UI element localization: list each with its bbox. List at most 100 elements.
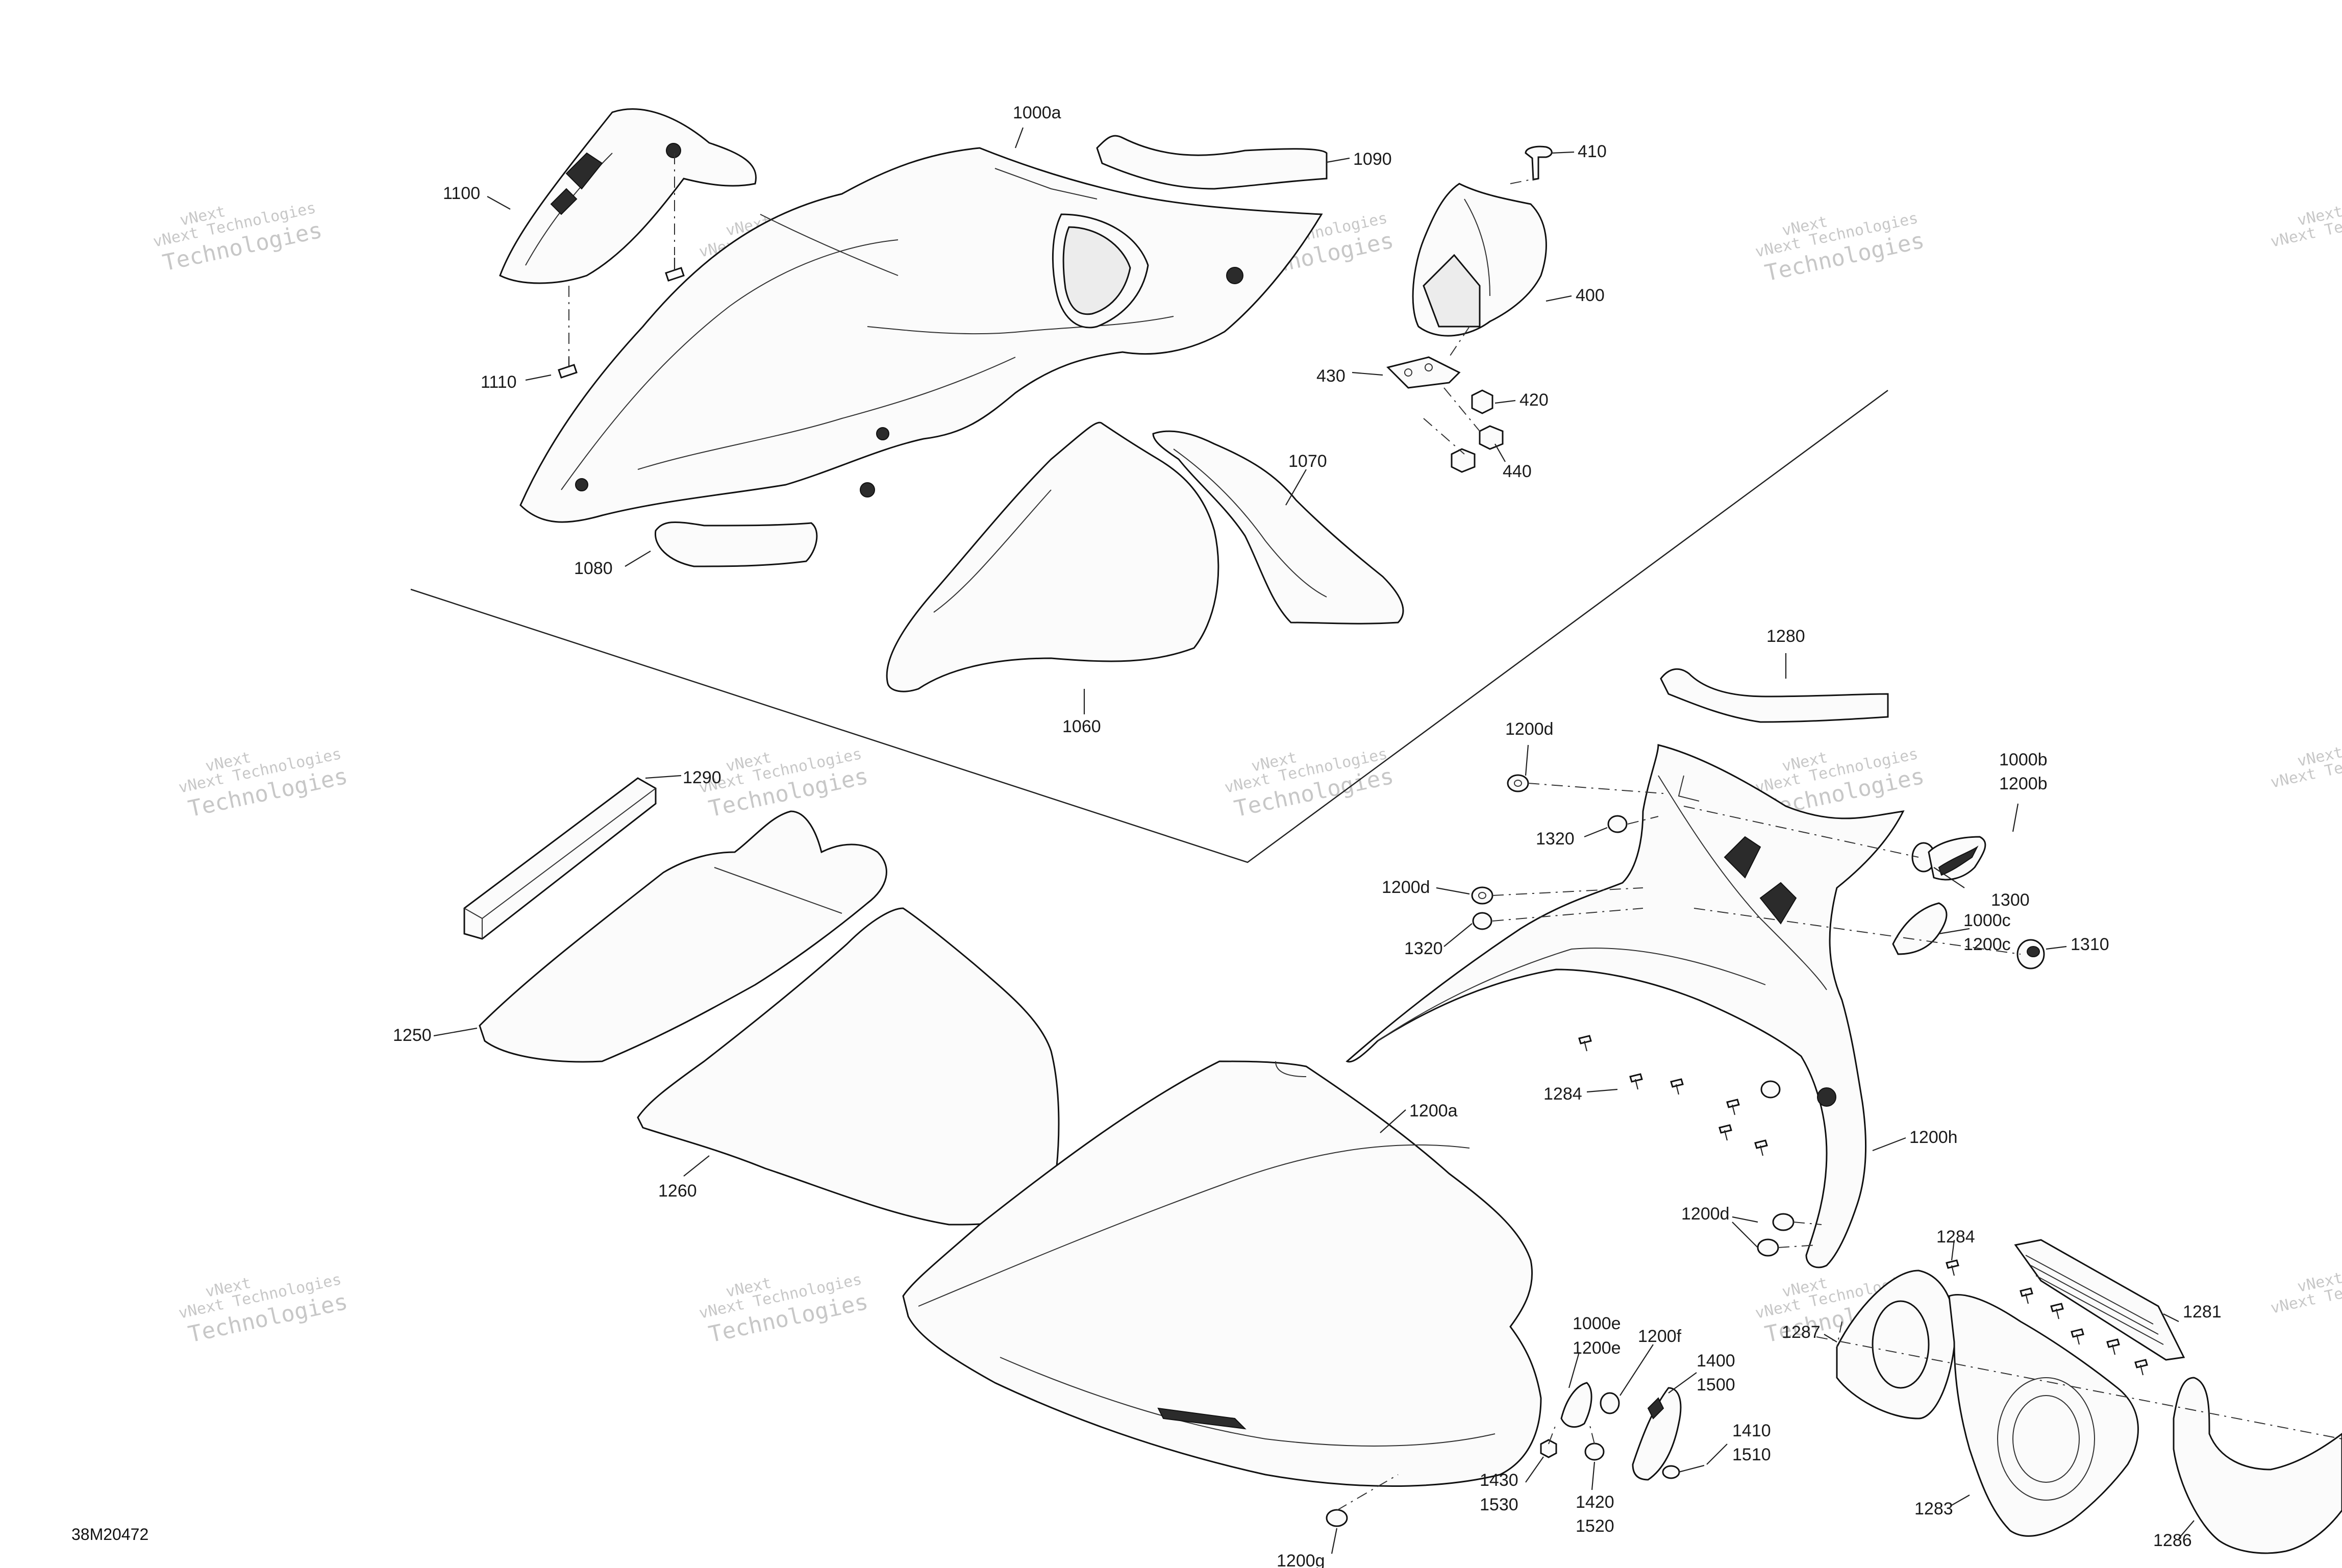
callout-1260: 1260 xyxy=(658,1181,697,1201)
part-1430-nut xyxy=(1540,1439,1557,1458)
callout-1286: 1286 xyxy=(2153,1531,2192,1550)
callout-1287: 1287 xyxy=(1782,1323,1821,1342)
callout-1000a: 1000a xyxy=(1013,103,1061,122)
callout-1420: 1420 xyxy=(1576,1492,1614,1512)
watermark: vNext vNext Technologies Technologies xyxy=(177,745,350,823)
callout-1283: 1283 xyxy=(1914,1499,1953,1519)
washer-1200d-d xyxy=(1757,1238,1779,1257)
watermark: vNext vNext Technologies Technologies xyxy=(1223,745,1396,823)
watermark: vNext vNext Technologies Technologies xyxy=(697,1271,870,1348)
part-1090-trim xyxy=(1096,135,1328,190)
callout-440: 440 xyxy=(1503,462,1532,481)
callout-1200f: 1200f xyxy=(1638,1327,1682,1346)
assembly-lines xyxy=(568,153,2342,1511)
part-1080-trim xyxy=(654,521,818,567)
callout-1250: 1250 xyxy=(393,1026,432,1045)
callout-1200g: 1200g xyxy=(1277,1551,1325,1568)
part-1060-panel xyxy=(886,421,1219,692)
callout-1290: 1290 xyxy=(683,768,721,787)
callout-1320-a: 1320 xyxy=(1536,829,1575,849)
screw-1110 xyxy=(558,357,578,379)
part-1280-trim xyxy=(1660,668,1889,723)
callout-1200d-c: 1200d xyxy=(1681,1204,1730,1224)
part-400-headlight-housing xyxy=(1412,183,1547,337)
screw-1284 xyxy=(2020,1287,2033,1304)
callout-410: 410 xyxy=(1578,142,1607,161)
callout-400: 400 xyxy=(1576,286,1605,305)
drawing-number: 38M20472 xyxy=(71,1525,148,1544)
screw-1284 xyxy=(2134,1359,2148,1376)
leader-lines xyxy=(433,127,2195,1554)
callout-1060: 1060 xyxy=(1062,717,1101,736)
part-1200a-side-panel xyxy=(902,1060,1542,1487)
part-1250-panel xyxy=(479,810,887,1063)
callout-430: 430 xyxy=(1316,366,1346,386)
callout-1090: 1090 xyxy=(1353,150,1392,169)
part-1283-cover xyxy=(1948,1293,2139,1537)
section-separator xyxy=(410,389,1888,863)
part-1000e-clip xyxy=(1560,1382,1620,1428)
part-440-nuts xyxy=(1451,425,1504,473)
part-1286-trim xyxy=(2173,1377,2342,1554)
fasteners xyxy=(558,258,2148,1527)
callout-1310: 1310 xyxy=(2071,935,2109,954)
callout-1510: 1510 xyxy=(1732,1445,1771,1464)
washer-1320a xyxy=(1607,815,1628,833)
part-1310-clip xyxy=(2016,939,2045,969)
screw-1284 xyxy=(1578,1035,1592,1052)
callout-1320-b: 1320 xyxy=(1404,939,1443,958)
callout-1300: 1300 xyxy=(1991,890,2030,910)
callout-1000e: 1000e xyxy=(1573,1314,1621,1333)
callout-1280: 1280 xyxy=(1766,627,1805,646)
watermark: vNext vNext Technologies Technologies xyxy=(177,1271,350,1348)
screw-1284 xyxy=(1946,1259,1959,1276)
callout-1500: 1500 xyxy=(1697,1375,1735,1395)
callout-1410: 1410 xyxy=(1732,1421,1771,1440)
watermark: vNext vNext Technologies Technologies xyxy=(152,199,325,277)
screw-1284 xyxy=(1670,1078,1684,1095)
washer-1200h xyxy=(1760,1080,1781,1099)
part-1287-ring xyxy=(1836,1270,1956,1420)
screw-1284 xyxy=(1718,1124,1732,1141)
callout-1200b: 1200b xyxy=(1999,774,2048,793)
callout-1281: 1281 xyxy=(2183,1302,2222,1322)
callout-1430: 1430 xyxy=(1480,1471,1518,1490)
callout-1200e: 1200e xyxy=(1573,1338,1621,1358)
part-1400-latch xyxy=(1632,1387,1682,1481)
screw-1284 xyxy=(2050,1303,2064,1320)
callout-1110: 1110 xyxy=(481,372,517,392)
part-1000b-insert xyxy=(1928,836,1986,881)
washer-1200d-b xyxy=(1471,886,1493,905)
part-410-screw xyxy=(1525,145,1553,181)
callout-1200h: 1200h xyxy=(1909,1128,1958,1147)
part-1200h-side-bracket xyxy=(1346,744,1905,1268)
callout-1520: 1520 xyxy=(1576,1516,1614,1536)
callout-1530: 1530 xyxy=(1480,1495,1518,1514)
watermark: vNext vNext Technologies xyxy=(2269,199,2342,251)
screw-1284 xyxy=(2106,1338,2120,1355)
part-1070-trim xyxy=(1152,430,1404,625)
part-1420-washer xyxy=(1584,1442,1605,1461)
callout-1080: 1080 xyxy=(574,559,613,578)
watermark: vNext vNext Technologies Technologies xyxy=(1754,209,1927,287)
part-1100-bracket xyxy=(499,108,757,284)
part-1281-grille xyxy=(2014,1239,2185,1361)
screw-1284 xyxy=(1629,1073,1643,1090)
washer-1200g xyxy=(1326,1509,1348,1527)
washer-1200d-c xyxy=(1772,1213,1795,1231)
screw-1284 xyxy=(2071,1328,2084,1345)
callout-420: 420 xyxy=(1519,390,1549,410)
watermark: vNext vNext Technologies xyxy=(2269,1265,2342,1317)
callout-1400: 1400 xyxy=(1697,1351,1735,1371)
part-1000a-front-fascia xyxy=(519,147,1323,523)
screw-1284 xyxy=(1726,1099,1740,1115)
callout-1200d-a: 1200d xyxy=(1505,719,1554,739)
callout-1000b: 1000b xyxy=(1999,750,2048,769)
part-1290-foam-block xyxy=(463,777,657,940)
part-1000c-insert xyxy=(1892,902,1948,955)
part-1410-bolt xyxy=(1662,1464,1705,1479)
callout-1200a: 1200a xyxy=(1409,1101,1458,1121)
part-420-nut xyxy=(1471,389,1493,414)
washer-1320b xyxy=(1472,912,1492,930)
